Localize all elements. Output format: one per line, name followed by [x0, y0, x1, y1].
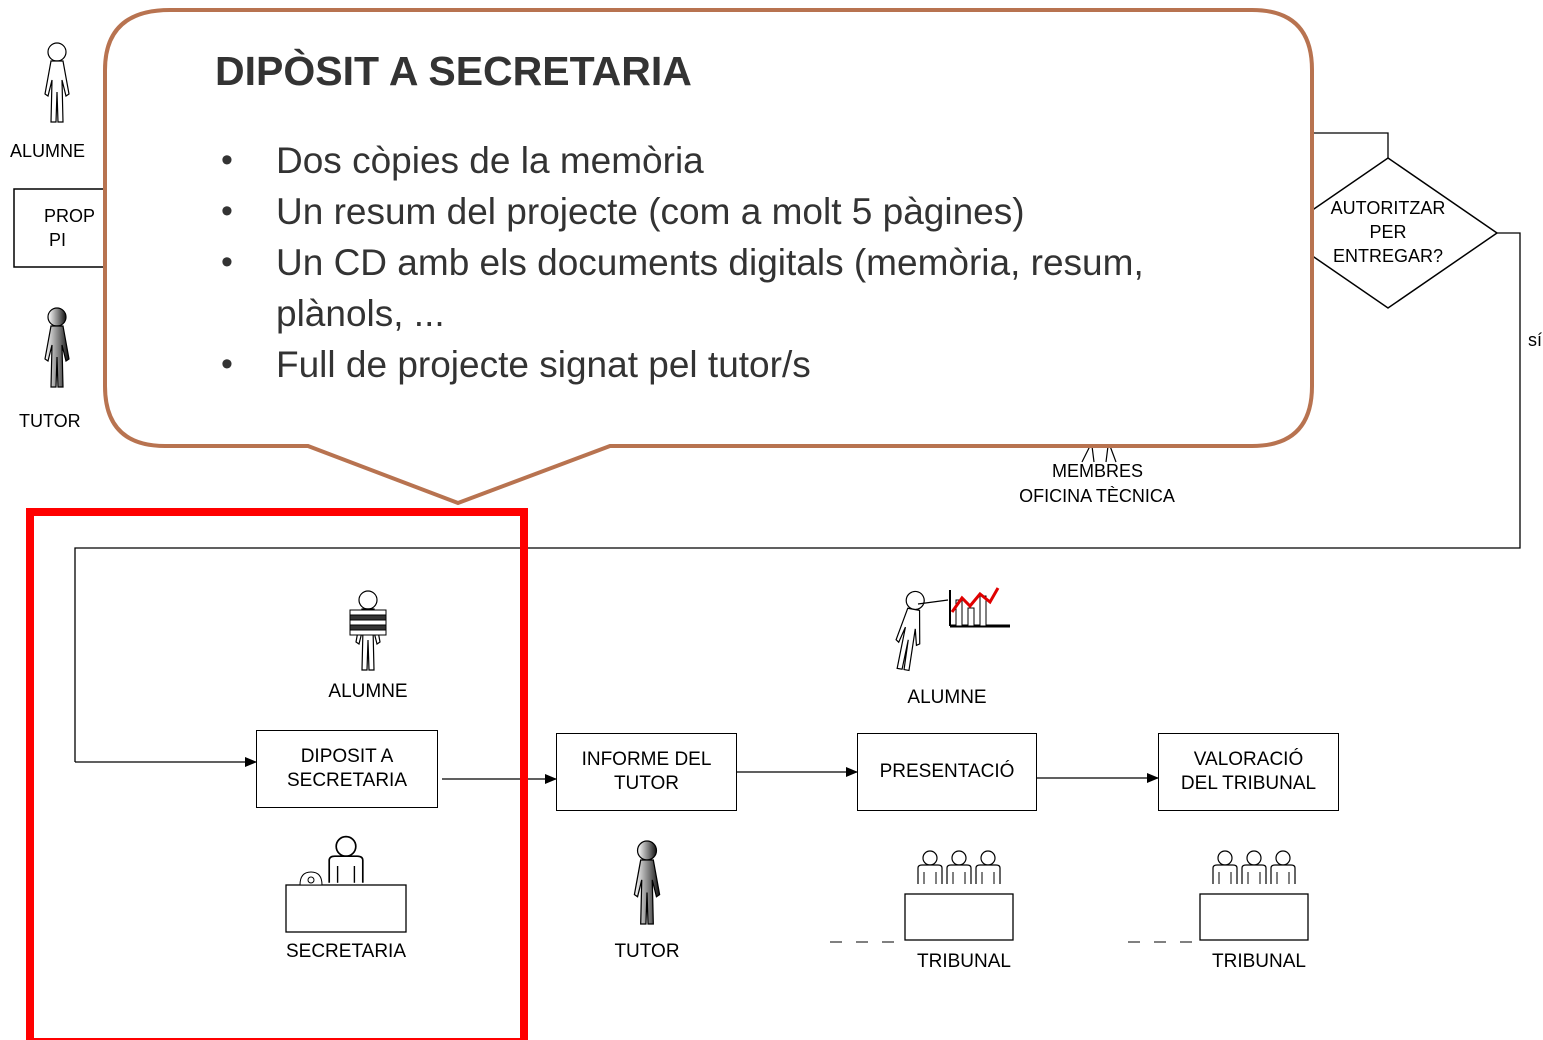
callout-item-text: Un CD amb els documents digitals (memòri…	[276, 242, 1144, 334]
step-label-diposit: DIPOSIT A SECRETARIA	[286, 746, 407, 791]
bullet-icon: •	[221, 243, 233, 281]
presenter-chart-icon	[890, 587, 1010, 673]
tutor-figure-icon	[633, 840, 661, 925]
decision-label: AUTORITZAR PER ENTREGAR?	[1330, 198, 1446, 266]
actor-label-tutor: TUTOR	[614, 941, 680, 962]
decision-diamond	[1277, 157, 1499, 309]
step-box-valoracio: VALORACIÓ DEL TRIBUNAL	[1158, 733, 1339, 811]
actor-label-tribunal-1: TRIBUNAL	[917, 951, 1011, 972]
upper-alumne-icon	[44, 42, 70, 123]
actor-label-alumne-presenting: ALUMNE	[907, 687, 987, 708]
step-box-diposit: DIPOSIT A SECRETARIA	[256, 730, 438, 808]
callout-list-item: • Dos còpies de la memòria	[215, 135, 1295, 186]
callout-list-item: • Full de projecte signat pel tutor/s	[215, 339, 1295, 390]
actor-label-alumne-top: ALUMNE	[328, 681, 408, 702]
actor-label-tribunal-2: TRIBUNAL	[1212, 951, 1306, 972]
callout-list-item: • Un resum del projecte (com a molt 5 pàg…	[215, 186, 1295, 237]
tribunal-panel-icon	[1128, 850, 1309, 943]
bullet-icon: •	[221, 345, 233, 383]
tribunal-panel-icon	[830, 850, 1014, 943]
callout-item-text: Un resum del projecte (com a molt 5 pàgi…	[276, 191, 1025, 232]
callout-list: • Dos còpies de la memòria • Un resum del …	[215, 135, 1295, 390]
step-label-valoracio: VALORACIÓ DEL TRIBUNAL	[1180, 749, 1317, 794]
callout-list-item: • Un CD amb els documents digitals (memòr…	[215, 237, 1156, 339]
highlight-frame	[26, 508, 528, 1040]
secretary-desk-icon	[285, 835, 407, 933]
student-books-icon	[349, 590, 387, 671]
callout-bubble	[103, 8, 1314, 506]
callout-title: DIPÒSIT A SECRETARIA	[215, 48, 692, 94]
callout-content: DIPÒSIT A SECRETARIA • Dos còpies de la m…	[215, 48, 1295, 390]
step-label-informe: INFORME DEL TUTOR	[581, 749, 712, 794]
upper-alumne-label: ALUMNE	[10, 141, 86, 161]
step-box-informe: INFORME DEL TUTOR	[556, 733, 737, 811]
bullet-icon: •	[221, 141, 233, 179]
oficina-figure-icon	[1081, 445, 1117, 463]
step-box-presentacio: PRESENTACIÓ	[857, 733, 1037, 811]
connector-si	[74, 232, 1521, 762]
actor-label-secretaria: SECRETARIA	[285, 941, 406, 962]
bullet-icon: •	[221, 192, 233, 230]
callout-item-text: Full de projecte signat pel tutor/s	[276, 344, 811, 385]
callout-item-text: Dos còpies de la memòria	[276, 140, 704, 181]
upper-tutor-icon	[44, 307, 70, 388]
decision-loop-line	[1300, 132, 1389, 158]
oficina-label-line1: MEMBRES	[1051, 461, 1143, 481]
upper-partial-box-label: PROP PI	[44, 206, 96, 250]
oficina-label-line2: OFICINA TÈCNICA	[1019, 486, 1175, 506]
step-label-presentacio: PRESENTACIÓ	[879, 761, 1015, 782]
branch-label-si: sí	[1528, 330, 1543, 350]
upper-tutor-label: TUTOR	[19, 411, 81, 431]
